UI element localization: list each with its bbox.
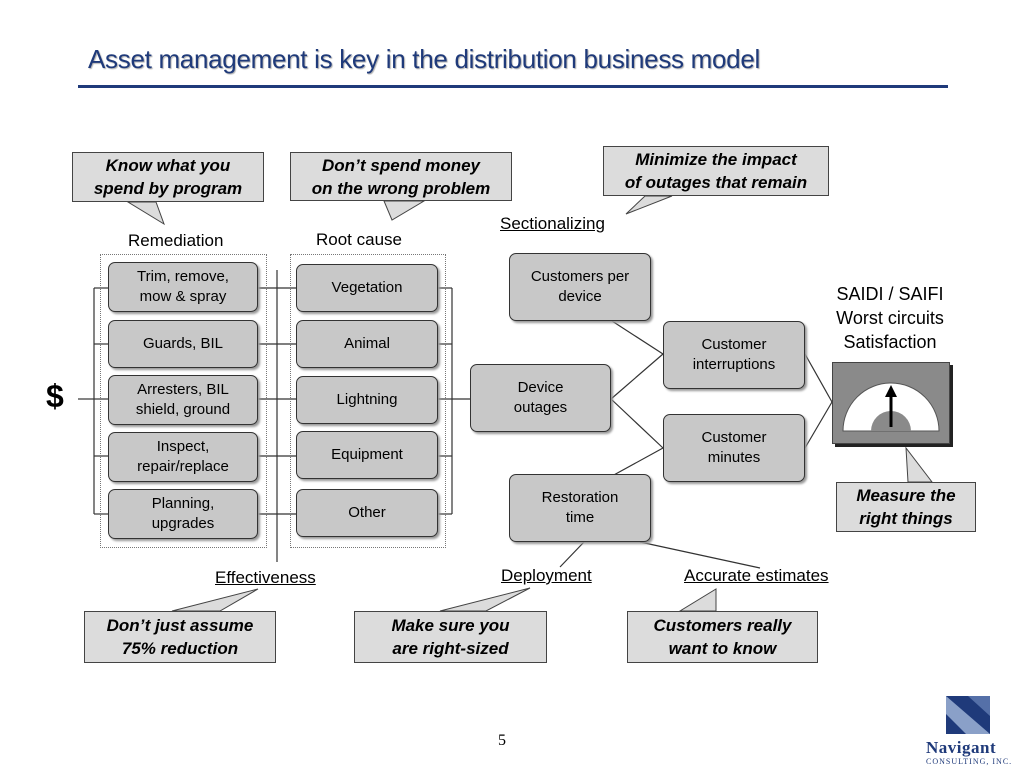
root-cause-box: Other bbox=[296, 489, 438, 537]
restoration-time-box: Restoration time bbox=[509, 474, 651, 542]
title-rule bbox=[78, 85, 948, 88]
callout-right-sized: Make sure you are right-sized bbox=[354, 611, 547, 663]
navigant-logo-icon bbox=[946, 696, 990, 734]
customer-minutes-box: Customer minutes bbox=[663, 414, 805, 482]
logo-subtitle: CONSULTING, INC. bbox=[926, 757, 1013, 766]
callout-dont-assume: Don’t just assume 75% reduction bbox=[84, 611, 276, 663]
logo-name: Navigant bbox=[926, 738, 997, 757]
customers-per-device-box: Customers per device bbox=[509, 253, 651, 321]
metric-item: SAIDI / SAIFI bbox=[836, 284, 944, 304]
root-cause-box: Animal bbox=[296, 320, 438, 368]
root-cause-box: Equipment bbox=[296, 431, 438, 479]
effectiveness-label: Effectiveness bbox=[215, 568, 316, 587]
metric-item: Satisfaction bbox=[843, 332, 937, 352]
remediation-group bbox=[100, 254, 267, 548]
gauge-icon bbox=[832, 362, 950, 444]
remediation-box: Planning, upgrades bbox=[108, 489, 258, 539]
root-cause-header: Root cause bbox=[316, 230, 402, 249]
page-number: 5 bbox=[498, 732, 506, 749]
callout-dont-spend: Don’t spend money on the wrong problem bbox=[290, 152, 512, 201]
deployment-label: Deployment bbox=[501, 566, 592, 585]
remediation-box: Trim, remove, mow & spray bbox=[108, 262, 258, 312]
root-cause-box: Vegetation bbox=[296, 264, 438, 312]
callout-really-want: Customers really want to know bbox=[627, 611, 818, 663]
root-cause-group bbox=[290, 254, 446, 548]
slide-title: Asset management is key in the distribut… bbox=[88, 44, 760, 74]
metric-item: Worst circuits bbox=[836, 308, 944, 328]
root-cause-box: Lightning bbox=[296, 376, 438, 424]
remediation-box: Inspect, repair/replace bbox=[108, 432, 258, 482]
remediation-box: Arresters, BIL shield, ground bbox=[108, 375, 258, 425]
customer-interruptions-box: Customer interruptions bbox=[663, 321, 805, 389]
dollar-sign: $ bbox=[46, 378, 64, 414]
metrics-list: SAIDI / SAIFI Worst circuits Satisfactio… bbox=[815, 282, 965, 354]
remediation-box: Guards, BIL bbox=[108, 320, 258, 368]
sectionalizing-label: Sectionalizing bbox=[500, 214, 605, 233]
callout-minimize: Minimize the impact of outages that rema… bbox=[603, 146, 829, 196]
callout-know-spend: Know what you spend by program bbox=[72, 152, 264, 202]
callout-measure: Measure the right things bbox=[836, 482, 976, 532]
remediation-header: Remediation bbox=[128, 231, 224, 250]
accurate-estimates-label: Accurate estimates bbox=[684, 566, 829, 585]
device-outages-box: Device outages bbox=[470, 364, 611, 432]
